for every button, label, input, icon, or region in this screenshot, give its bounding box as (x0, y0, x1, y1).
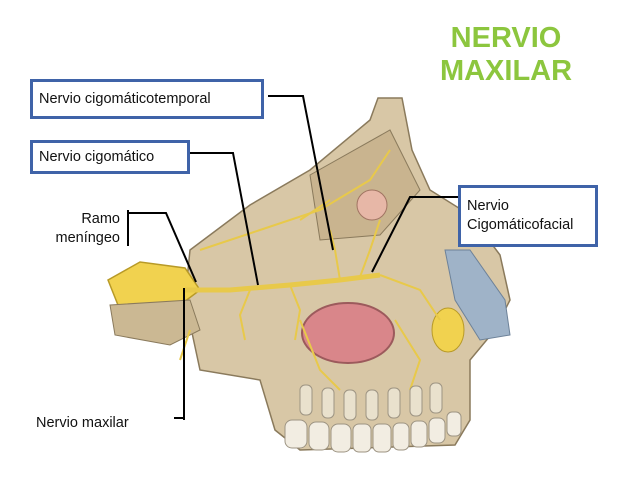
leader-lines (127, 95, 458, 420)
label-ramo-meningeo: Ramo meníngeo (40, 210, 121, 248)
orbit-region (309, 129, 421, 241)
title-line-2: MAXILAR (439, 55, 573, 87)
title-line-1: NERVIO (450, 22, 562, 54)
ramo-line-1: Ramo (81, 211, 120, 227)
label-nervio-cigomaticofacial: Nervio Cigomáticofacial (458, 185, 598, 247)
label-nervio-maxilar: Nervio maxilar (36, 415, 129, 431)
nerve-branches (179, 149, 441, 391)
maxillary-sinus (301, 302, 395, 364)
skull-bone (184, 97, 511, 451)
ramo-line-2: meníngeo (55, 230, 121, 246)
teeth (284, 411, 462, 453)
cigomaticofacial-line-1: Nervio (467, 198, 509, 214)
page-title: NERVIO MAXILAR (418, 22, 594, 88)
lacrimal-gland (356, 189, 388, 221)
tooth-roots (299, 382, 443, 421)
cigomaticofacial-line-2: Cigomáticofacial (467, 217, 574, 233)
label-nervio-cigomaticotemporal: Nervio cigomáticotemporal (30, 79, 264, 119)
label-nervio-cigomatico: Nervio cigomático (30, 140, 190, 174)
nasal-cartilage (444, 249, 511, 341)
